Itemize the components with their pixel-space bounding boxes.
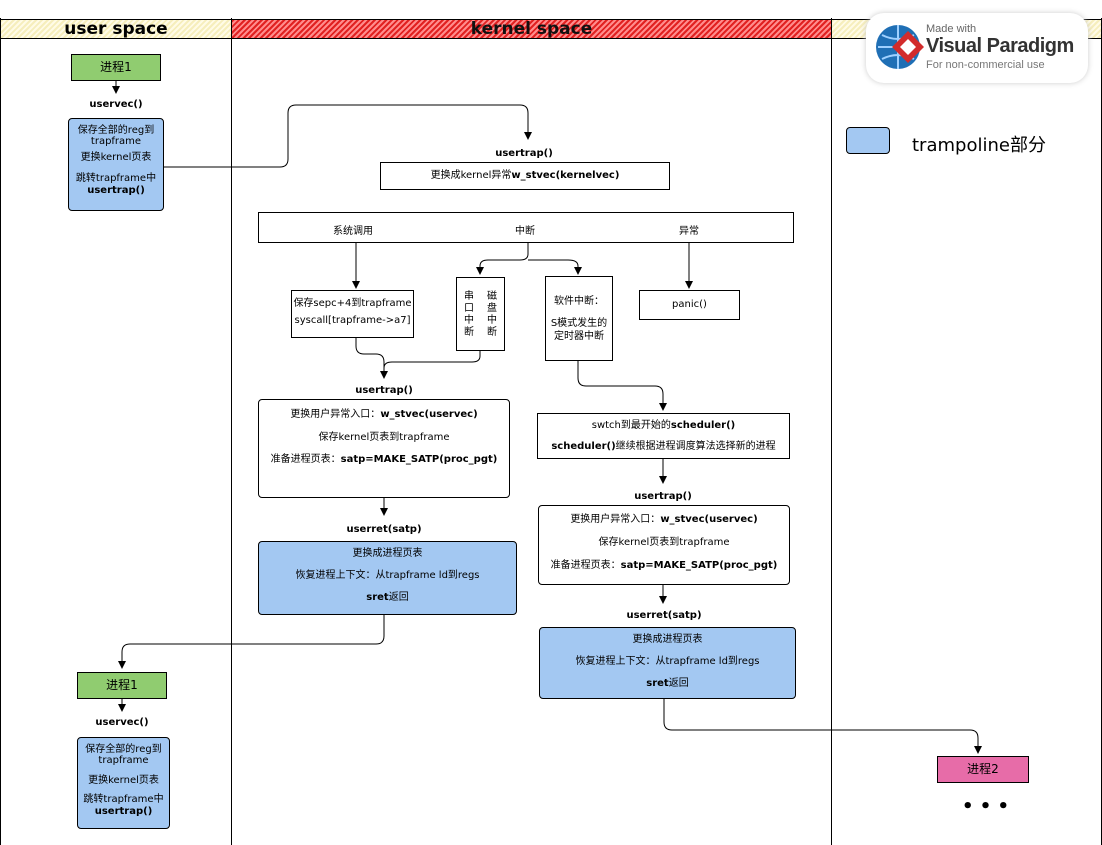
visual-paradigm-watermark: Made with Visual Paradigm For non-commer… <box>866 13 1088 83</box>
stvec-kernelvec-box: 更换成kernel异常w_stvec(kernelvec) <box>380 162 670 190</box>
tramp-b-l3: sret返回 <box>540 677 795 690</box>
visual-paradigm-logo-icon <box>876 25 924 69</box>
ret-b-l1-pre: 更换用户异常入口： <box>570 514 661 525</box>
arrow-tramp-b-proc2 <box>663 699 982 754</box>
arrow-tramp-a-proc1 <box>118 615 385 669</box>
uservec-top-l5: usertrap() <box>87 185 145 196</box>
ret-b-l3-call: satp=MAKE_SATP(proc_pgt) <box>620 560 778 571</box>
stvec-kernelvec-pre: 更换成kernel异常 <box>430 170 512 181</box>
scheduler-box: swtch到最开始的scheduler() scheduler()继续根据进程调… <box>537 413 790 459</box>
timer-interrupt-box: 软件中断： S模式发生的 定时器中断 <box>545 276 613 361</box>
ret-b-l2: 保存kernel页表到trapframe <box>598 537 730 548</box>
uservec-bottom-l5: usertrap() <box>94 806 153 817</box>
timer-l2: S模式发生的 <box>550 318 608 329</box>
uservec-bottom-l2: trapframe <box>98 755 149 766</box>
ret-a-l3-pre: 准备进程页表： <box>270 454 341 465</box>
uservec-bottom-l4: 跳转trapframe中 <box>83 794 164 805</box>
tramp-b-l2: 恢复进程上下文：从trapframe ld到regs <box>575 656 760 667</box>
usertrap-label-2: usertrap() <box>355 385 413 396</box>
arrow-interrupt-timer <box>528 259 582 275</box>
dispatch-interrupt: 中断 <box>515 226 535 237</box>
tramp-b-sret: sret <box>646 678 669 689</box>
tramp-a-l2: 恢复进程上下文：从trapframe ld到regs <box>295 570 480 581</box>
tramp-a-l1: 更换成进程页表 <box>352 548 423 559</box>
usertrap-label-3: usertrap() <box>634 491 692 502</box>
kernel-lane <box>231 18 832 845</box>
usertrapret-box-b: 更换用户异常入口：w_stvec(uservec) 保存kernel页表到tra… <box>538 505 790 585</box>
uservec-top-box: 保存全部的reg到 trapframe 更换kernel页表 跳转trapfra… <box>68 118 164 211</box>
panic-box: panic() <box>639 290 740 320</box>
sched-l2-call: scheduler() <box>551 441 616 452</box>
arrow-serial-usertrap <box>383 351 481 369</box>
userret-label-b: userret(satp) <box>626 610 702 621</box>
process1-bottom: 进程1 <box>77 672 167 699</box>
serial-disk-interrupt-box: 串口中断 磁盘中断 <box>456 277 505 351</box>
tramp-a-l3: sret返回 <box>259 591 516 604</box>
ret-a-l1-pre: 更换用户异常入口： <box>290 409 381 420</box>
timer-l1: 软件中断： <box>554 296 604 307</box>
process1-top: 进程1 <box>71 54 161 81</box>
sched-l1-call: scheduler() <box>670 420 736 431</box>
arrow-timer-sched <box>577 361 667 411</box>
userret-label-a: userret(satp) <box>346 524 422 535</box>
stvec-kernelvec-call: w_stvec(kernelvec) <box>511 170 620 181</box>
ret-a-l1: 更换用户异常入口：w_stvec(uservec) <box>259 408 509 421</box>
ret-b-l1-call: w_stvec(uservec) <box>660 514 758 525</box>
sched-l2: scheduler()继续根据进程调度算法选择新的进程 <box>538 440 789 453</box>
legend-swatch <box>846 127 890 154</box>
uservec-top-l2: trapframe <box>90 136 142 147</box>
uservec-bottom-l1: 保存全部的reg到 <box>85 744 162 755</box>
usertrap-label-1: usertrap() <box>495 148 553 159</box>
user-space-header: user space <box>0 19 232 39</box>
arrow-uservec-usertrap <box>164 104 532 168</box>
uservec-bottom-label: uservec() <box>95 717 149 728</box>
ellipsis: • • • <box>962 796 1010 817</box>
dispatch-exception: 异常 <box>679 226 699 237</box>
ret-b-l3: 准备进程页表：satp=MAKE_SATP(proc_pgt) <box>539 559 789 572</box>
tramp-a-sret: sret <box>366 592 389 603</box>
ret-a-l1-call: w_stvec(uservec) <box>380 409 478 420</box>
disk-interrupt-text: 磁盘中断 <box>487 291 497 338</box>
uservec-top-l4: 跳转trapframe中 <box>75 173 157 184</box>
watermark-note: For non-commercial use <box>926 59 1045 71</box>
syscall-box: 保存sepc+4到trapframe syscall[trapframe->a7… <box>291 290 414 338</box>
sched-l1: swtch到最开始的scheduler() <box>538 419 789 432</box>
sched-l1-pre: swtch到最开始的 <box>591 420 671 431</box>
kernel-space-header: kernel space <box>231 19 832 39</box>
tramp-b-return: 返回 <box>668 678 689 689</box>
syscall-box-l2: syscall[trapframe->a7] <box>294 315 411 326</box>
uservec-bottom-l3: 更换kernel页表 <box>88 775 159 786</box>
serial-interrupt-text: 串口中断 <box>464 291 474 338</box>
arrow-interrupt-serial <box>476 243 529 275</box>
ret-b-l3-pre: 准备进程页表： <box>550 560 621 571</box>
arrow-syscall-usertrap <box>355 338 388 379</box>
uservec-top-label: uservec() <box>89 99 143 110</box>
timer-l3: 定时器中断 <box>554 331 604 342</box>
dispatch-bar: 系统调用 中断 异常 <box>258 212 794 243</box>
tramp-b-l1: 更换成进程页表 <box>632 634 703 645</box>
ret-b-l1: 更换用户异常入口：w_stvec(uservec) <box>539 513 789 526</box>
ret-a-l3-call: satp=MAKE_SATP(proc_pgt) <box>340 454 498 465</box>
tramp-a-return: 返回 <box>388 592 409 603</box>
userret-tramp-box-a: 更换成进程页表 恢复进程上下文：从trapframe ld到regs sret返… <box>258 541 517 615</box>
process2-box: 进程2 <box>937 756 1029 783</box>
sched-l2-post: 继续根据进程调度算法选择新的进程 <box>615 441 776 452</box>
uservec-top-l3: 更换kernel页表 <box>80 152 152 163</box>
usertrapret-box-a: 更换用户异常入口：w_stvec(uservec) 保存kernel页表到tra… <box>258 399 510 498</box>
userret-tramp-box-b: 更换成进程页表 恢复进程上下文：从trapframe ld到regs sret返… <box>539 627 796 699</box>
ret-a-l2: 保存kernel页表到trapframe <box>318 432 450 443</box>
ret-a-l3: 准备进程页表：satp=MAKE_SATP(proc_pgt) <box>259 453 509 466</box>
syscall-box-l1: 保存sepc+4到trapframe <box>293 298 412 309</box>
legend-label: trampoline部分 <box>912 135 1046 156</box>
uservec-top-l1: 保存全部的reg到 <box>77 125 155 136</box>
uservec-bottom-box: 保存全部的reg到 trapframe 更换kernel页表 跳转trapfra… <box>77 737 170 829</box>
watermark-brand: Visual Paradigm <box>926 35 1074 57</box>
watermark-made-with: Made with <box>926 23 977 35</box>
dispatch-syscall: 系统调用 <box>333 226 373 237</box>
